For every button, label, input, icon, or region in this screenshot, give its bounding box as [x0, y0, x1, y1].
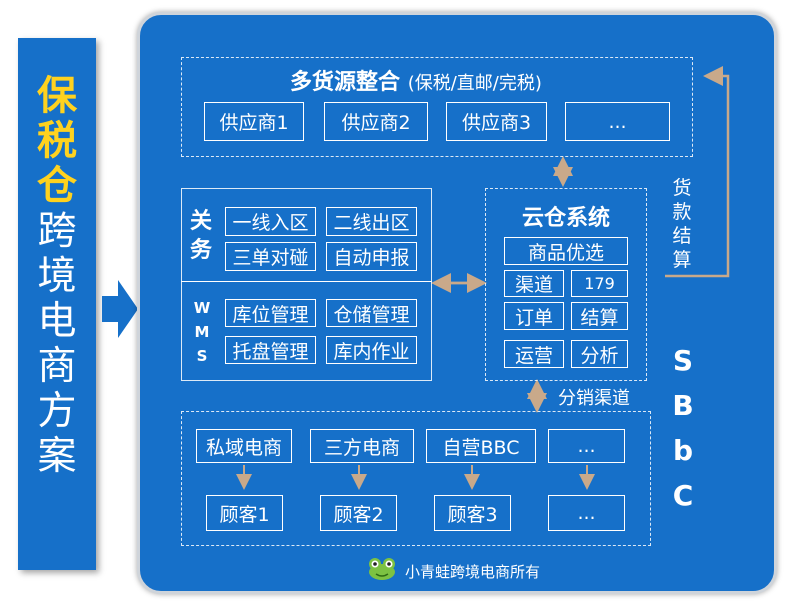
cloud-system-title: 云仓系统 — [521, 206, 610, 231]
wms-item-3: 托盘管理 — [225, 336, 316, 364]
section-divider — [181, 281, 432, 282]
source-integration-section — [181, 57, 693, 157]
settlement-label: 货款结算 — [672, 177, 692, 271]
side-title-rest: 跨境电商方案 — [37, 209, 77, 479]
wms-item-4: 库内作业 — [326, 336, 417, 364]
customs-wms-section — [181, 188, 432, 381]
channel-1: 私域电商 — [196, 429, 292, 463]
customs-label: 关务 — [189, 209, 212, 263]
side-title-bar: 保税仓 跨境电商方案 — [18, 38, 96, 570]
cloud-system-section — [485, 188, 647, 381]
side-title: 保税仓 跨境电商方案 — [18, 73, 96, 480]
cloud-item-analysis: 分析 — [571, 340, 628, 368]
frog-icon — [369, 558, 395, 580]
wms-item-1: 库位管理 — [225, 299, 316, 327]
cloud-item-operations: 运营 — [504, 340, 564, 368]
customer-1: 顾客1 — [206, 495, 283, 531]
right-arrow-icon — [102, 280, 138, 338]
main-panel — [137, 12, 777, 594]
supplier-2: 供应商2 — [324, 102, 428, 141]
distribution-channel-label: 分销渠道 — [558, 388, 630, 409]
customer-3: 顾客3 — [434, 495, 511, 531]
customs-item-3: 三单对碰 — [225, 242, 316, 271]
cloud-item-count: 179 — [571, 270, 628, 297]
customs-item-4: 自动申报 — [326, 242, 417, 271]
customer-more: ... — [548, 495, 625, 531]
distribution-section — [181, 411, 651, 546]
cloud-item-channel: 渠道 — [504, 270, 564, 297]
side-title-highlight: 保税仓 — [37, 73, 77, 209]
customer-2: 顾客2 — [320, 495, 397, 531]
customs-item-1: 一线入区 — [225, 207, 316, 236]
source-integration-title: 多货源整合 (保税/直邮/完税) — [290, 64, 542, 96]
cloud-item-orders: 订单 — [504, 302, 564, 330]
supplier-1: 供应商1 — [204, 102, 304, 141]
supplier-3: 供应商3 — [446, 102, 547, 141]
channel-3: 自营BBC — [426, 429, 536, 463]
footer-text: 小青蛙跨境电商所有 — [405, 563, 541, 581]
supplier-more: ... — [565, 102, 670, 141]
customs-item-2: 二线出区 — [326, 207, 417, 236]
wms-item-2: 仓储管理 — [326, 299, 417, 327]
channel-more: ... — [548, 429, 625, 463]
cloud-item-settlement: 结算 — [571, 302, 628, 330]
section-title: 多货源整合 — [290, 70, 401, 95]
channel-2: 三方电商 — [310, 429, 414, 463]
cloud-item-product-selection: 商品优选 — [504, 237, 628, 265]
section-subtitle: (保税/直邮/完税) — [407, 73, 542, 94]
